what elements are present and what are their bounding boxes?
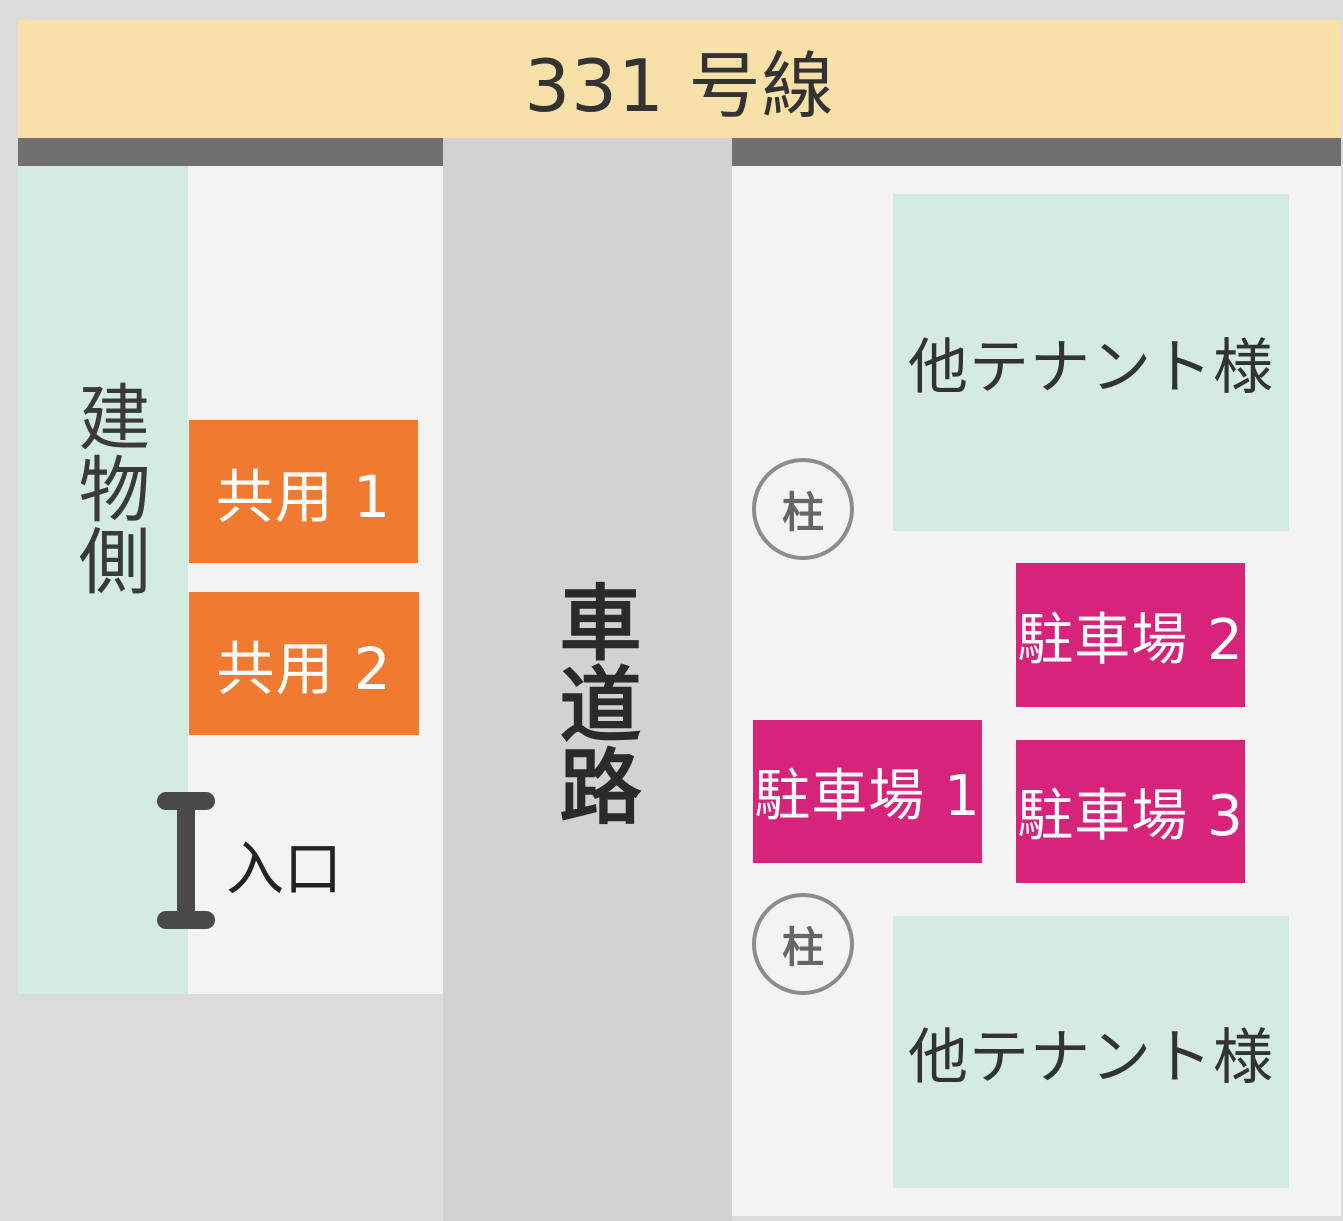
other-tenant-area-2: 他テナント様 <box>893 916 1289 1188</box>
driveway-label: 車道路 <box>545 580 640 826</box>
driveway <box>443 138 732 1221</box>
building-side-label: 建物側 <box>66 380 150 596</box>
entrance-marker-bottom <box>157 911 215 929</box>
parking-space-1-label: 駐車場 1 <box>754 764 981 829</box>
building-side-strip <box>18 166 188 994</box>
pillar-icon: 柱 <box>752 458 854 560</box>
shared-space-1-label: 共用 1 <box>215 462 392 531</box>
pillar-1-label: 柱 <box>781 487 824 537</box>
parking-space-2-label: 駐車場 2 <box>1017 607 1244 673</box>
entrance-label: 入口 <box>226 835 343 903</box>
parking-space-2[interactable]: 駐車場 2 <box>1016 563 1245 707</box>
shared-space-2-label: 共用 2 <box>216 634 392 703</box>
right-lot-edge <box>732 138 1341 166</box>
road-331-banner: 331 号線 <box>18 20 1341 138</box>
shared-space-2[interactable]: 共用 2 <box>189 592 419 735</box>
parking-space-3-label: 駐車場 3 <box>1017 784 1244 849</box>
road-label: 331 号線 <box>524 43 835 128</box>
other-tenant-1-label: 他テナント様 <box>908 333 1274 403</box>
entrance-marker-icon <box>177 795 195 925</box>
other-tenant-area-1: 他テナント様 <box>893 194 1289 531</box>
pillar-2-label: 柱 <box>781 922 824 972</box>
shared-space-1[interactable]: 共用 1 <box>189 420 418 563</box>
parking-space-1[interactable]: 駐車場 1 <box>753 720 982 863</box>
left-lot-edge <box>18 138 443 166</box>
entrance-marker-top <box>157 792 215 810</box>
parking-space-3[interactable]: 駐車場 3 <box>1016 740 1245 883</box>
other-tenant-2-label: 他テナント様 <box>908 1022 1274 1093</box>
pillar-icon: 柱 <box>752 893 854 995</box>
